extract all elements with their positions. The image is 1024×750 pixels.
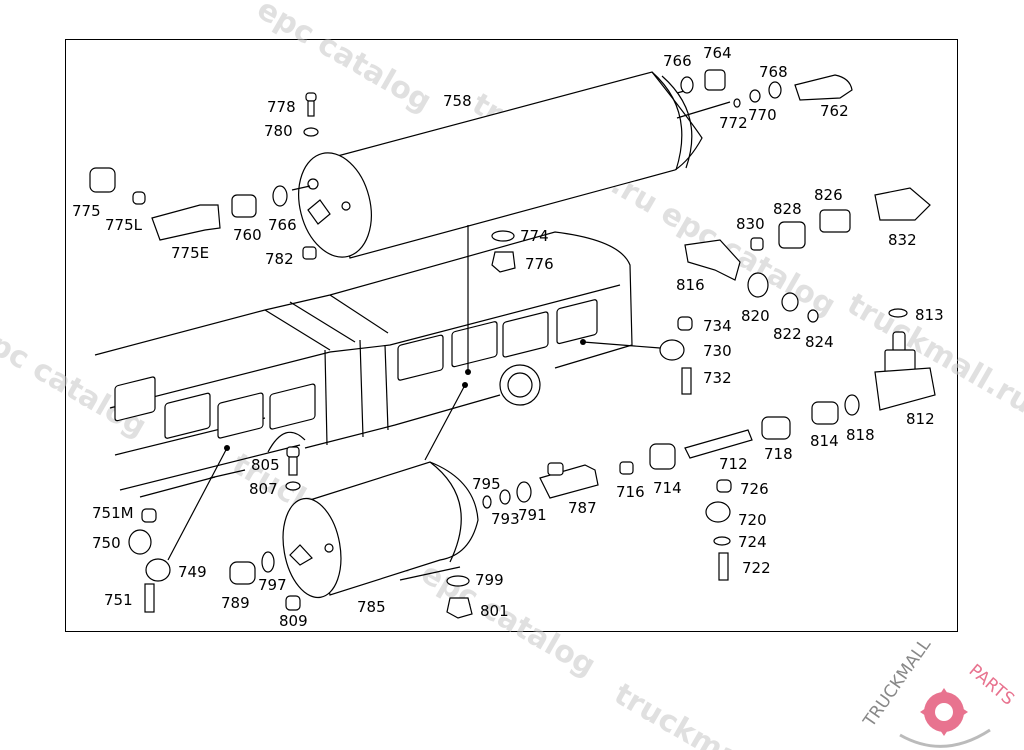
part-labels: 758 766 764 768 772 770 762 778 780 775 … xyxy=(72,44,944,630)
part-label: 782 xyxy=(265,250,294,268)
part-label: 799 xyxy=(475,571,504,589)
part-label: 814 xyxy=(810,432,839,450)
part-label: 770 xyxy=(748,106,777,124)
articulated-bus xyxy=(94,231,633,491)
part-label: 716 xyxy=(616,483,645,501)
part-label: 751M xyxy=(92,504,134,522)
part-label: 749 xyxy=(178,563,207,581)
part-label: 793 xyxy=(491,510,520,528)
part-label: 726 xyxy=(740,480,769,498)
part-label: 730 xyxy=(703,342,732,360)
leader-lines xyxy=(139,225,661,561)
part-label: 766 xyxy=(663,52,692,70)
part-label: 764 xyxy=(703,44,732,62)
part-label: 812 xyxy=(906,410,935,428)
logo-text-truckmall: TRUCKMALL xyxy=(859,635,935,732)
part-label: 776 xyxy=(525,255,554,273)
part-label: 818 xyxy=(846,426,875,444)
part-label: 826 xyxy=(814,186,843,204)
reservoir-758 xyxy=(291,71,731,259)
part-label: 768 xyxy=(759,63,788,81)
reservoir-785 xyxy=(282,461,479,599)
part-label: 772 xyxy=(719,114,748,132)
logo-text-parts: PARTS xyxy=(965,661,1018,710)
part-label: 828 xyxy=(773,200,802,218)
part-label: 787 xyxy=(568,499,597,517)
part-label: 720 xyxy=(738,511,767,529)
part-label: 751 xyxy=(104,591,133,609)
watermark-text: epc catalog xyxy=(0,317,152,445)
part-label: 813 xyxy=(915,306,944,324)
part-label: 775E xyxy=(171,244,209,262)
part-label: 832 xyxy=(888,231,917,249)
part-label: 797 xyxy=(258,576,287,594)
part-label: 789 xyxy=(221,594,250,612)
part-label: 791 xyxy=(518,506,547,524)
diagram-frame xyxy=(65,39,958,632)
part-label: 830 xyxy=(736,215,765,233)
part-label: 780 xyxy=(264,122,293,140)
part-label: 722 xyxy=(742,559,771,577)
part-label: 714 xyxy=(653,479,682,497)
part-label: 775 xyxy=(72,202,101,220)
part-label: 766 xyxy=(268,216,297,234)
part-label: 801 xyxy=(480,602,509,620)
part-label: 732 xyxy=(703,369,732,387)
part-label: 816 xyxy=(676,276,705,294)
part-label: 807 xyxy=(249,480,278,498)
part-label: 774 xyxy=(520,227,549,245)
part-label: 760 xyxy=(233,226,262,244)
part-label: 785 xyxy=(357,598,386,616)
truckmall-parts-logo: TRUCKMALL PARTS xyxy=(859,635,1018,748)
part-label: 718 xyxy=(764,445,793,463)
part-label: 724 xyxy=(738,533,767,551)
part-label: 824 xyxy=(805,333,834,351)
part-label: 805 xyxy=(251,456,280,474)
part-label: 712 xyxy=(719,455,748,473)
part-label: 822 xyxy=(773,325,802,343)
part-label: 762 xyxy=(820,102,849,120)
part-label: 775L xyxy=(105,216,143,234)
part-label: 750 xyxy=(92,534,121,552)
part-label: 778 xyxy=(267,98,296,116)
part-label: 758 xyxy=(443,92,472,110)
fittings xyxy=(89,69,936,619)
gear-icon xyxy=(920,688,968,736)
part-label: 809 xyxy=(279,612,308,630)
part-label: 820 xyxy=(741,307,770,325)
part-label: 795 xyxy=(472,475,501,493)
part-label: 734 xyxy=(703,317,732,335)
